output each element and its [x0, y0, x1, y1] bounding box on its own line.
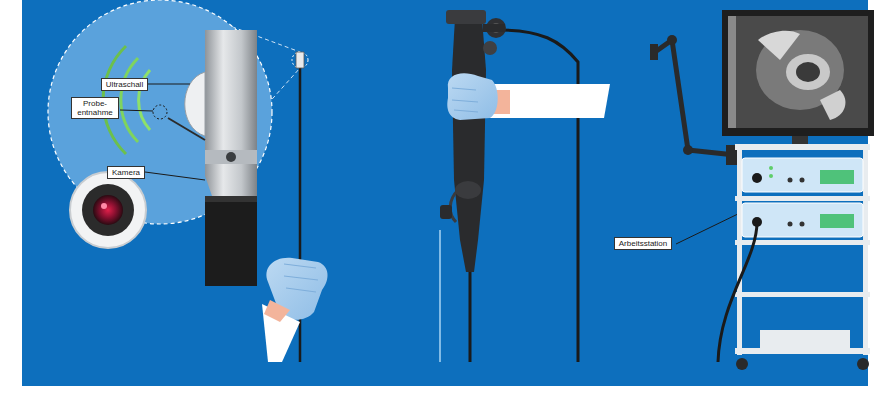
shape: [735, 348, 870, 354]
shape: [650, 44, 658, 60]
shape: [863, 150, 868, 355]
cart: [718, 144, 870, 370]
shape: [483, 24, 505, 32]
shape: [469, 272, 472, 362]
shape: [857, 358, 869, 370]
shape: [439, 230, 441, 362]
shape: [722, 10, 874, 136]
shape: [737, 150, 742, 355]
left-hand: [262, 258, 328, 362]
callout-box: Kamera: [107, 166, 145, 179]
shape: [728, 16, 868, 128]
shape: [800, 222, 805, 227]
shape: [205, 150, 257, 164]
sample-target: [153, 105, 167, 119]
shape: [70, 172, 146, 248]
shape: [820, 90, 845, 120]
shape: [769, 166, 773, 170]
shape: [788, 222, 793, 227]
shape: [786, 54, 830, 90]
shape: [758, 31, 800, 60]
shape: [769, 174, 773, 178]
shape: [145, 172, 205, 180]
shape: [93, 195, 123, 225]
shape: [455, 181, 481, 199]
shape: [264, 300, 290, 322]
shape: [226, 152, 236, 162]
callout-label: Ultraschall: [105, 80, 144, 89]
callout-box: Probe- entnahme: [71, 97, 119, 119]
shape: [483, 41, 497, 55]
shape: [735, 196, 870, 201]
shape: [820, 214, 854, 228]
endoscope: [440, 10, 578, 362]
shape: [101, 203, 107, 209]
callout-label: Kamera: [111, 168, 141, 177]
shape: [148, 84, 190, 85]
shape: [752, 173, 762, 183]
shape: [796, 62, 820, 82]
shape: [452, 18, 486, 272]
shape: [82, 184, 134, 236]
shape: [800, 178, 805, 183]
shape: [742, 203, 863, 237]
monitor: [722, 10, 874, 144]
shape: [667, 35, 677, 45]
shape: [820, 170, 854, 184]
callout-label: Arbeitsstation: [618, 239, 668, 248]
shape: [742, 158, 863, 192]
shape: [683, 145, 693, 155]
shape: [185, 72, 205, 136]
shape: [452, 88, 478, 112]
background: [22, 0, 868, 386]
shape: [447, 73, 497, 120]
callout-box: Arbeitsstation: [614, 237, 672, 250]
scope-tip: [168, 30, 257, 286]
shape: [292, 52, 308, 68]
shape: [205, 30, 257, 150]
shape: [500, 30, 578, 362]
shape: [735, 292, 870, 297]
leader-lines: [120, 84, 742, 244]
shape: [168, 118, 205, 140]
shape: [120, 110, 153, 111]
shape: [676, 212, 742, 244]
right-hand: [447, 73, 610, 120]
shape: [486, 84, 610, 118]
callout-box: Ultraschall: [101, 78, 148, 91]
shape: [735, 144, 870, 150]
shape: [718, 222, 757, 362]
shape: [788, 178, 793, 183]
shape: [728, 16, 736, 128]
camera-lens: [70, 172, 146, 248]
shape: [296, 52, 304, 68]
shape: [205, 164, 257, 196]
shape: [121, 58, 138, 142]
shape: [205, 196, 257, 202]
shape: [446, 10, 486, 24]
callout-label: Probe- entnahme: [75, 99, 115, 117]
shape: [736, 358, 748, 370]
shape: [792, 136, 808, 144]
shape: [440, 205, 452, 219]
shape: [760, 330, 850, 348]
shape: [205, 196, 257, 286]
shape: [284, 264, 318, 292]
